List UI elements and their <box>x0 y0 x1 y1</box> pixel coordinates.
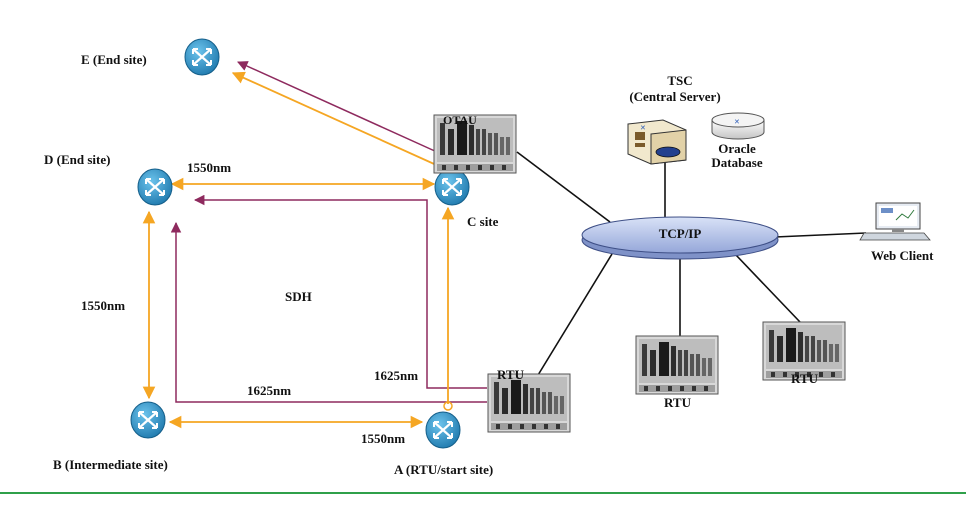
tcpip-hub-label: TCP/IP <box>658 226 702 241</box>
rtu-mid-label: RTU <box>664 395 691 410</box>
link-dc-label: 1550nm <box>187 160 232 175</box>
web-client-icon <box>859 202 931 241</box>
sdh-label: SDH <box>285 289 312 304</box>
otau-label: OTAU <box>443 113 477 127</box>
router-e-icon <box>183 37 221 77</box>
site-c-label: C site <box>467 214 499 229</box>
rtu-a-rack-icon <box>487 373 571 433</box>
router-d-icon <box>136 167 174 207</box>
link-db-label: 1550nm <box>81 298 126 313</box>
tcpip-hub-icon <box>581 216 779 260</box>
tsc-title-label: TSC <box>667 73 693 88</box>
oracle-database-icon: ✕ <box>711 112 765 140</box>
site-b-label: B (Intermediate site) <box>53 457 168 472</box>
web-client-label: Web Client <box>871 248 934 263</box>
tcpip-connections <box>516 151 867 381</box>
router-a-icon <box>424 410 462 450</box>
db-type-label: Database <box>711 155 763 170</box>
site-e-label: E (End site) <box>81 52 147 67</box>
tsc-subtitle-label: (Central Server) <box>629 89 721 104</box>
link-rtu-horizontal-label: 1625nm <box>247 383 292 398</box>
rtu-right-to-hub-link <box>734 253 801 323</box>
rtu-right-label: RTU <box>791 371 818 386</box>
db-name-label: Oracle <box>718 141 756 156</box>
a-site-junction <box>443 401 453 411</box>
router-c-icon <box>433 167 471 207</box>
c-to-e-fiber <box>231 71 444 169</box>
fiber-links-1550nm <box>142 71 455 429</box>
site-d-label: D (End site) <box>44 152 111 167</box>
footer-bar <box>0 492 966 509</box>
rtu-a-label: RTU <box>497 367 524 382</box>
svg-text:✕: ✕ <box>640 124 646 132</box>
link-ba-label: 1550nm <box>361 431 406 446</box>
rtu-to-d-monitor-path <box>193 194 487 389</box>
link-rtu-vertical-label: 1625nm <box>374 368 419 383</box>
tsc-server-icon: ✕ <box>627 119 687 165</box>
svg-text:✕: ✕ <box>734 118 740 126</box>
rtu-to-b-monitor-path <box>170 221 487 403</box>
site-a-label: A (RTU/start site) <box>394 462 494 477</box>
router-b-icon <box>129 400 167 440</box>
otau-to-hub-link <box>516 151 611 223</box>
c-to-e-monitor-path <box>237 61 438 153</box>
rtu-a-to-hub-link <box>534 253 613 381</box>
rtu-mid-rack-icon <box>635 335 719 395</box>
web-client-to-hub-link <box>774 232 867 238</box>
monitoring-paths-1625nm <box>170 61 487 403</box>
